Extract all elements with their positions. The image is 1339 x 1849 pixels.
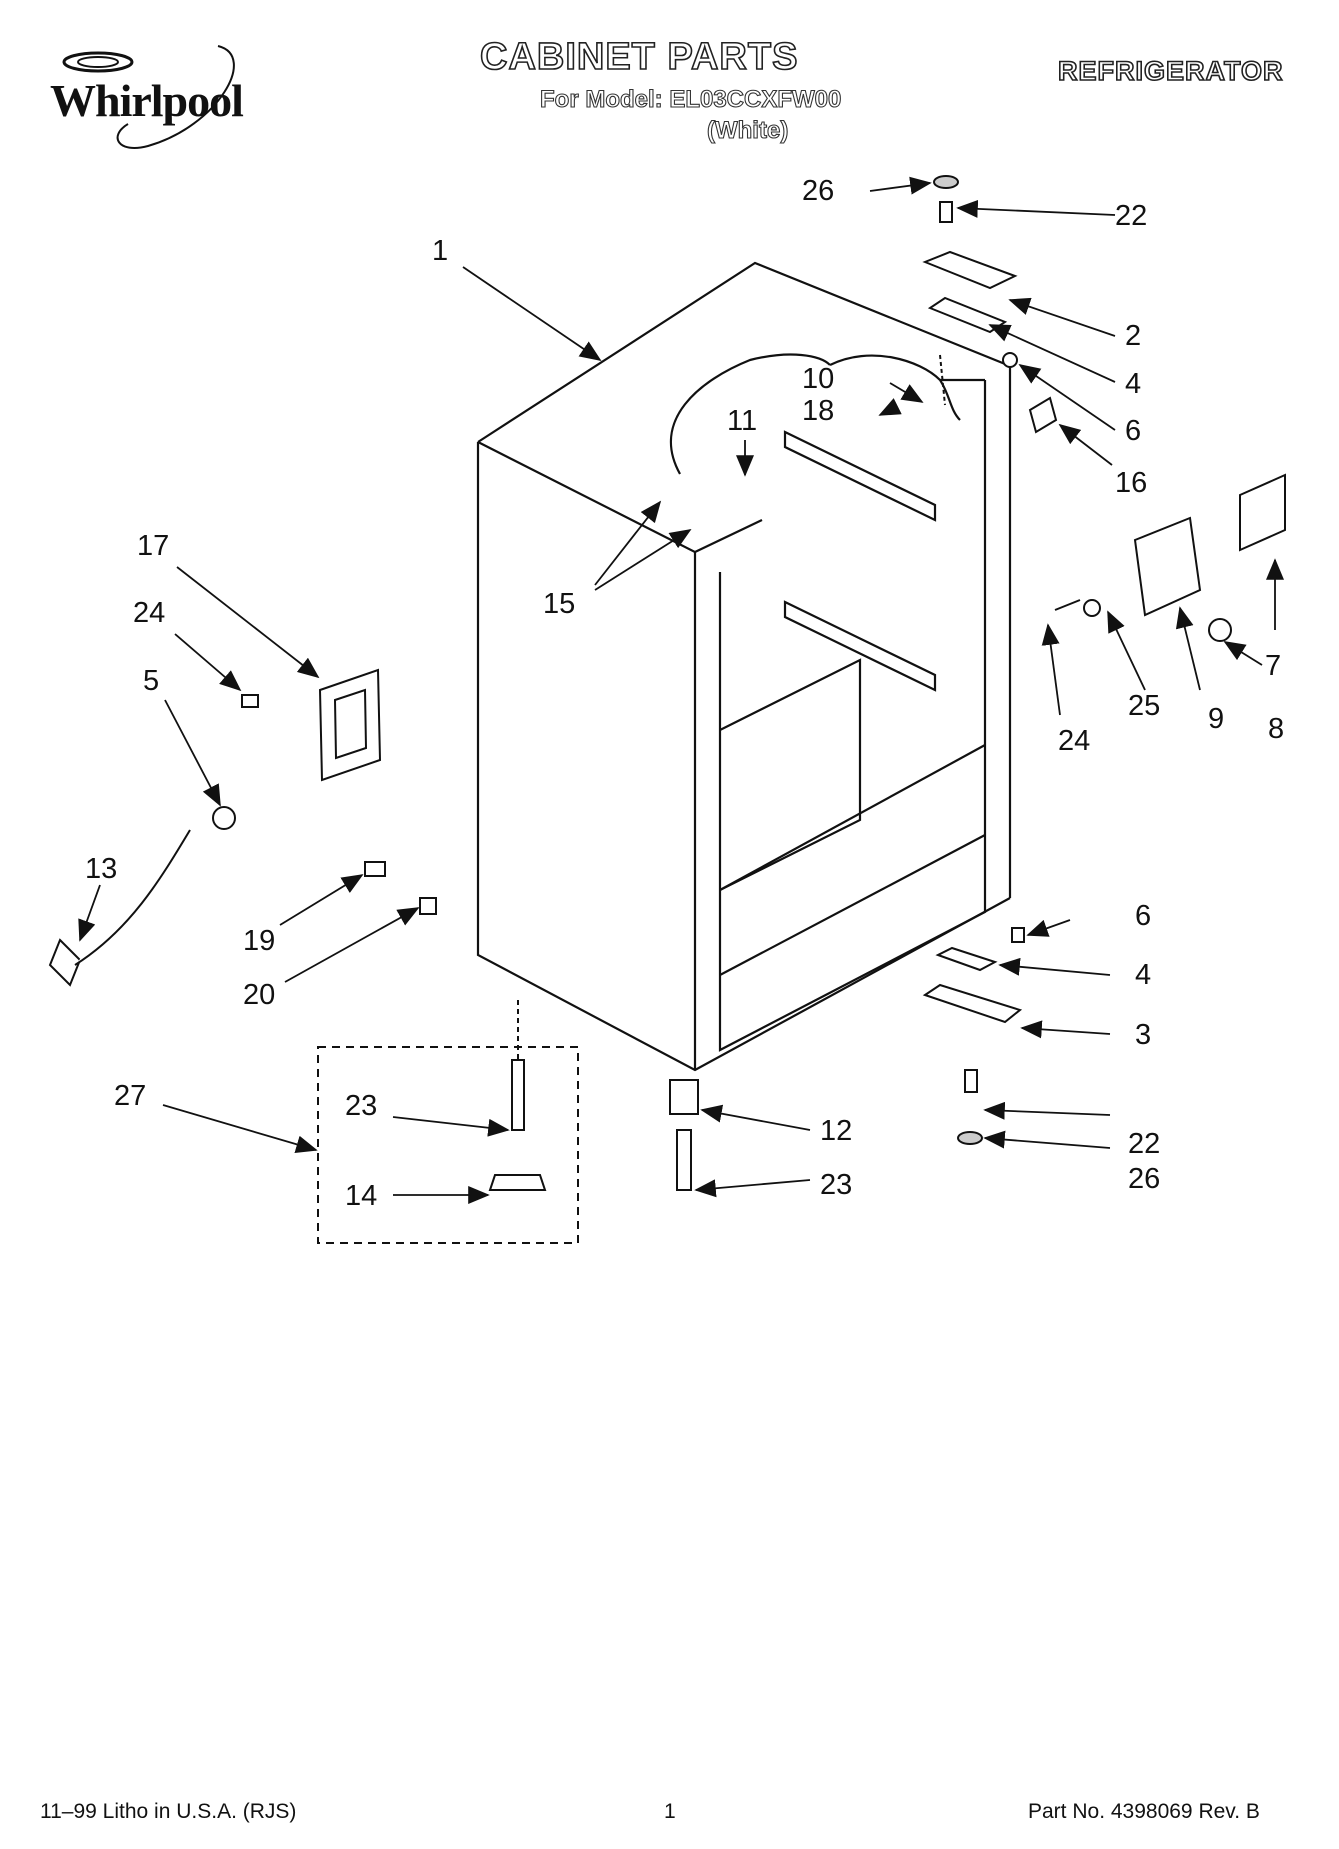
footer-litho: 11–99 Litho in U.S.A. (RJS): [40, 1800, 297, 1823]
callout-27: 27: [114, 1080, 146, 1112]
callout-24-left: 24: [133, 597, 165, 629]
callout-14: 14: [345, 1180, 377, 1212]
footer-page-number: 1: [664, 1800, 676, 1823]
bottom-parts: [317, 927, 1025, 1244]
leader-lines: [78, 176, 1284, 1204]
callout-5: 5: [143, 665, 159, 697]
callout-26-bottom: 26: [1128, 1163, 1160, 1195]
top-hinge-parts: [922, 175, 1058, 434]
callout-24-right: 24: [1058, 725, 1090, 757]
callout-10: 10: [802, 363, 834, 395]
callout-23-left: 23: [345, 1090, 377, 1122]
callout-6-top: 6: [1125, 415, 1141, 447]
callout-23-right: 23: [820, 1169, 852, 1201]
callout-26-top: 26: [802, 175, 834, 207]
callout-11: 11: [727, 405, 757, 437]
callout-12: 12: [820, 1115, 852, 1147]
callout-22-top: 22: [1115, 200, 1147, 232]
callout-25: 25: [1128, 690, 1160, 722]
callout-17: 17: [137, 530, 169, 562]
callout-16: 16: [1115, 467, 1147, 499]
callout-3: 3: [1135, 1019, 1151, 1051]
page-title: CABINET PARTS: [479, 35, 799, 79]
callout-13: 13: [85, 853, 117, 885]
callout-15: 15: [543, 588, 575, 620]
callout-4-bottom: 4: [1135, 959, 1151, 991]
callout-19: 19: [243, 925, 275, 957]
callout-20: 20: [243, 979, 275, 1011]
footer-part-number: Part No. 4398069 Rev. B: [1028, 1800, 1260, 1823]
left-side-parts: [48, 668, 437, 987]
callout-6-bottom: 6: [1135, 900, 1151, 932]
category-label: REFRIGERATOR: [1057, 55, 1284, 87]
model-line: For Model: EL03CCXFW00: [539, 85, 842, 113]
whirlpool-swirl-icon: [62, 45, 235, 149]
thermostat-parts: [1054, 473, 1286, 642]
callout-7: 7: [1265, 650, 1281, 682]
color-line: (White): [706, 116, 789, 144]
cabinet-body: [476, 261, 1012, 1072]
brand-name: Whirlpool: [50, 75, 244, 126]
callout-9: 9: [1208, 703, 1224, 735]
brand-logo: Whirlpool: [28, 36, 268, 166]
callout-1: 1: [432, 235, 448, 267]
callout-4-top: 4: [1125, 368, 1141, 400]
callout-2: 2: [1125, 320, 1141, 352]
callout-22-bottom: 22: [1128, 1128, 1160, 1160]
callout-18: 18: [802, 395, 834, 427]
callout-8: 8: [1268, 713, 1284, 745]
